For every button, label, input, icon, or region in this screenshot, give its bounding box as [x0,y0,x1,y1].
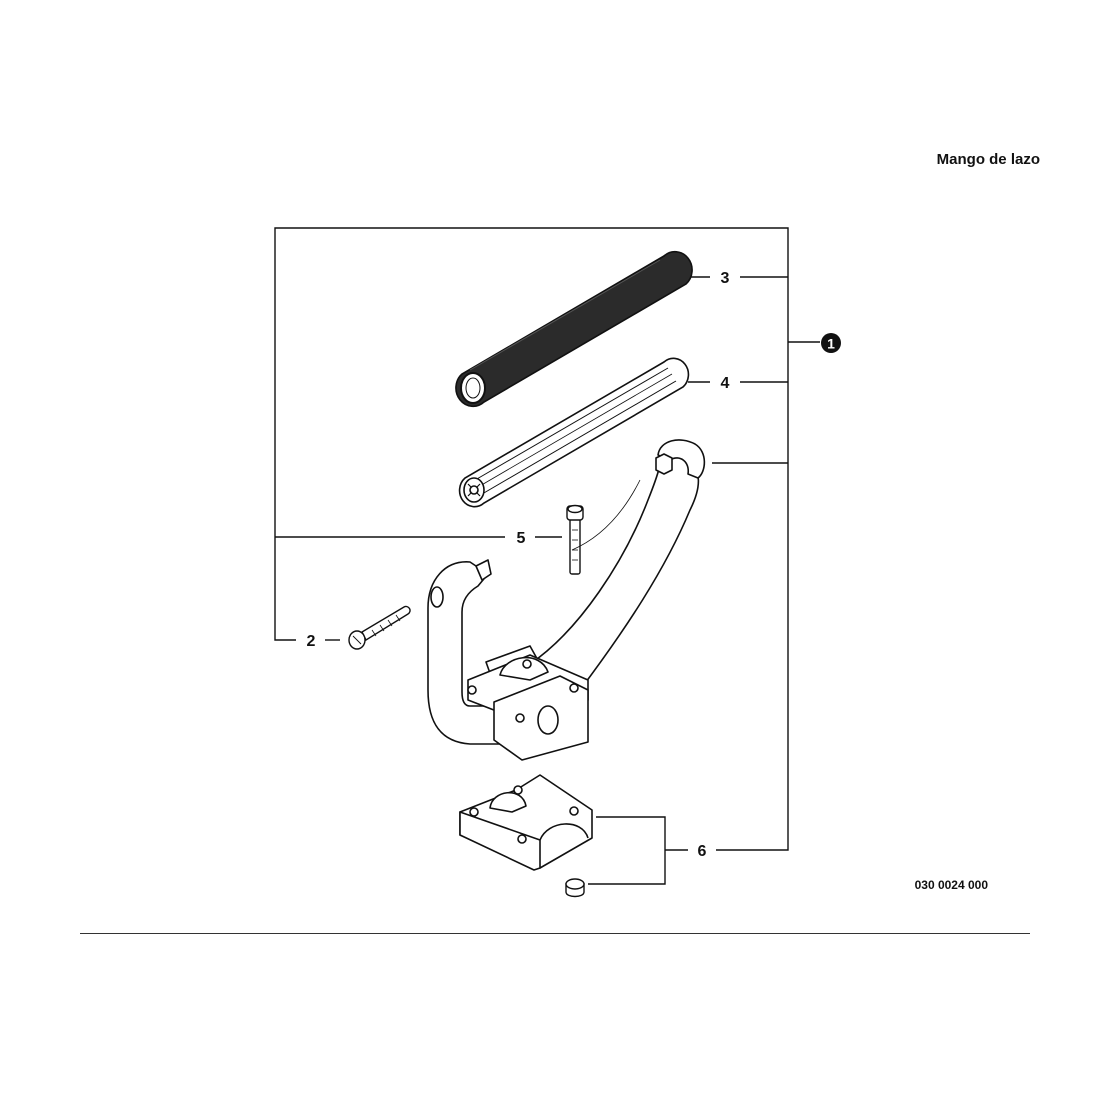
callout-1-badge: 1 [821,333,841,353]
leader-lines [274,227,820,885]
nut-part [565,878,585,898]
callout-4: 4 [721,375,730,392]
callout-6: 6 [698,843,707,860]
callout-2: 2 [307,633,316,650]
callout-1: 1 [827,336,835,352]
short-screw-part [566,504,584,575]
grip-hose-part [455,250,693,408]
document-code: 030 0024 000 [914,878,988,892]
page-title: Mango de lazo [936,153,1040,168]
callout-5: 5 [517,530,526,547]
bottom-divider [80,933,1030,934]
loop-handle-part [427,439,706,761]
tube-part [458,357,690,508]
callout-3: 3 [721,270,730,287]
lower-clamp-part [459,774,593,871]
long-screw-part [348,605,411,650]
